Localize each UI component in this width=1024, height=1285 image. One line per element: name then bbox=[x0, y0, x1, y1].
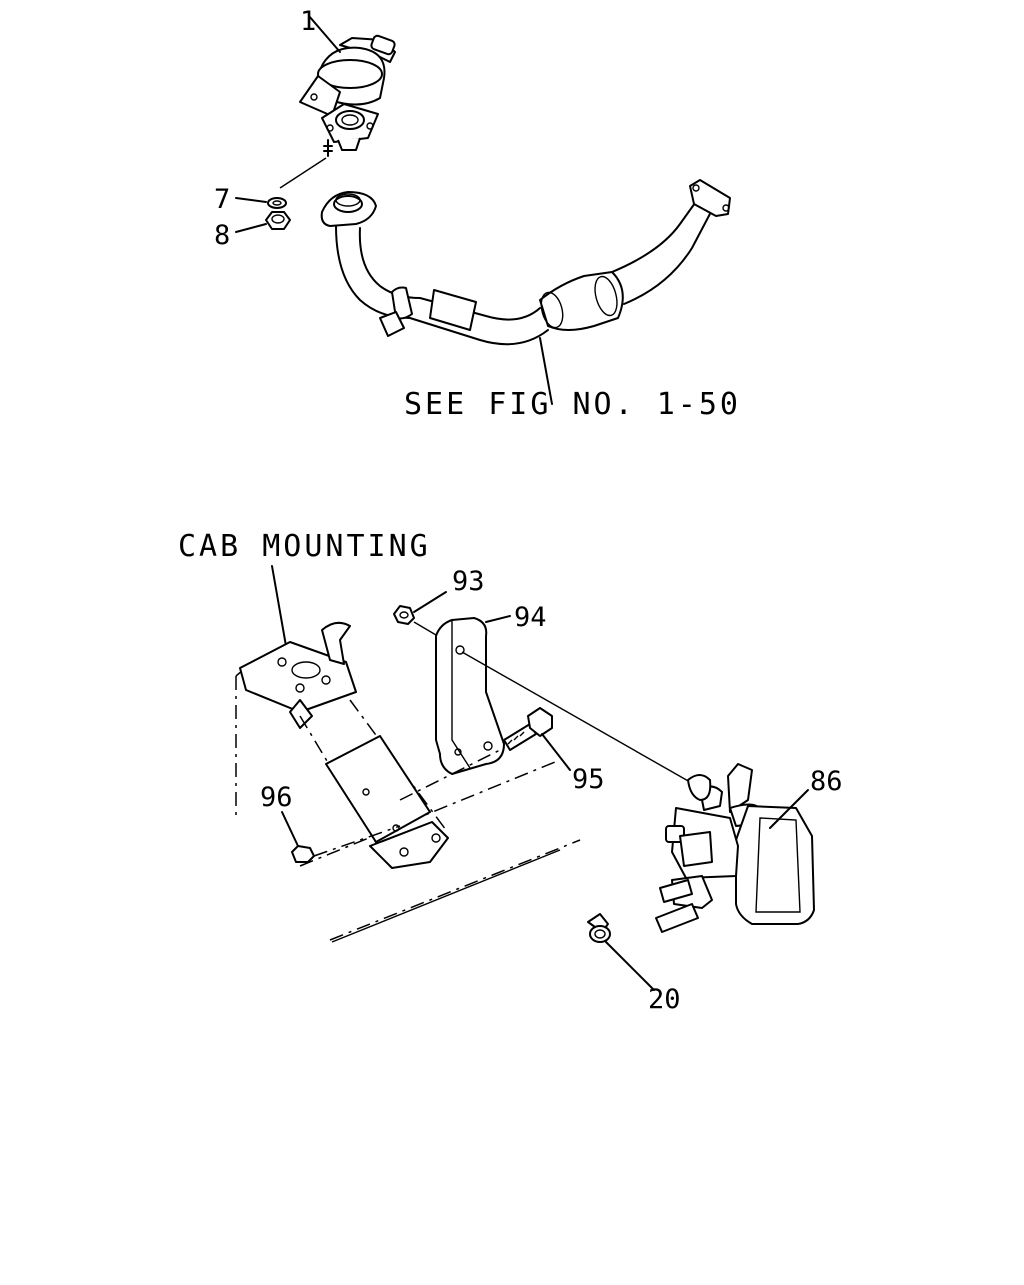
leader-94 bbox=[485, 615, 511, 623]
leader-stud bbox=[279, 157, 327, 189]
callout-7: 7 bbox=[214, 184, 230, 215]
part-8-nut bbox=[265, 211, 291, 230]
callout-93: 93 bbox=[452, 566, 485, 597]
leader-7 bbox=[235, 197, 267, 203]
callout-94: 94 bbox=[514, 602, 547, 633]
caption-cab-mounting: CAB MOUNTING bbox=[178, 529, 431, 564]
leader-86 bbox=[769, 789, 809, 829]
cab-mounting-bracket bbox=[235, 621, 581, 943]
centerline-95 bbox=[399, 747, 505, 801]
leader-8 bbox=[235, 223, 267, 233]
part-7-washer bbox=[267, 197, 287, 209]
leader-95 bbox=[541, 733, 571, 771]
leader-20 bbox=[605, 941, 655, 991]
leader-96 bbox=[281, 811, 299, 847]
leader-cab-mounting bbox=[271, 565, 287, 647]
part-86-vacuum-tank bbox=[655, 763, 815, 933]
exhaust-pipe bbox=[320, 179, 731, 346]
part-20-clip bbox=[587, 913, 611, 943]
leader-1 bbox=[308, 15, 341, 53]
part-96-nut bbox=[291, 845, 315, 863]
leader-93 bbox=[413, 591, 447, 613]
part-93-nut bbox=[393, 605, 415, 625]
leader-see-fig bbox=[539, 337, 553, 405]
callout-1: 1 bbox=[300, 6, 316, 37]
callout-20: 20 bbox=[648, 984, 681, 1015]
callout-86: 86 bbox=[810, 766, 843, 797]
callout-8: 8 bbox=[214, 220, 230, 251]
part-94-bracket bbox=[435, 617, 505, 775]
callout-96: 96 bbox=[260, 782, 293, 813]
callout-95: 95 bbox=[572, 764, 605, 795]
part-1-valve bbox=[299, 34, 396, 157]
centerline-94-86 bbox=[461, 651, 705, 791]
part-95-bolt bbox=[503, 707, 553, 751]
caption-see-fig: SEE FIG NO. 1-50 bbox=[404, 387, 741, 422]
